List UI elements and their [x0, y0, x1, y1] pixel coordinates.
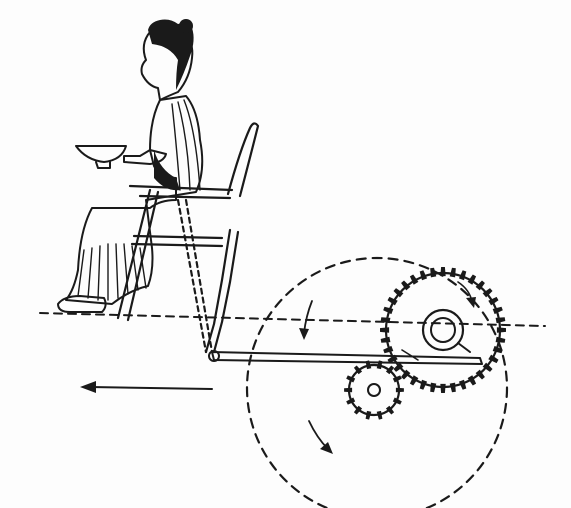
ground-line	[40, 313, 545, 326]
gear-tooth	[380, 327, 389, 332]
wheel-rotation-arrow	[299, 301, 333, 454]
linkage-rod	[209, 343, 482, 364]
bowl	[76, 146, 126, 168]
motion-arrow	[80, 381, 212, 393]
drive-wheel	[247, 258, 507, 508]
gear-tooth	[440, 384, 445, 393]
gear-tooth	[497, 327, 506, 332]
gear-tooth	[440, 267, 445, 276]
large-gear	[380, 267, 506, 393]
